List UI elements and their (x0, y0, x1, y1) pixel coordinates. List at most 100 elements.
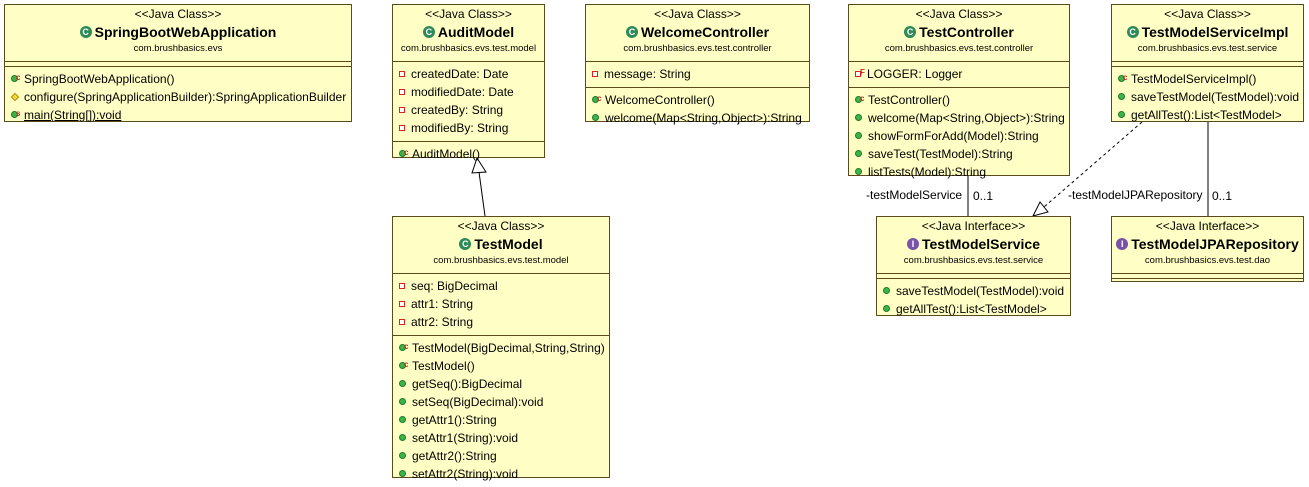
public-method-icon (855, 114, 862, 122)
method-row: setSeq(BigDecimal):void (393, 393, 609, 411)
static-marker: s (16, 109, 21, 118)
role-label-jparepository: -testModelJPARepository (1068, 188, 1203, 202)
field-row: modifiedDate: Date (393, 83, 544, 101)
realization-arrowhead (1032, 201, 1049, 217)
method-row: showFormForAdd(Model):String (849, 127, 1069, 145)
public-method-icon (592, 96, 599, 104)
method-row: welcome(Map<String,Object>):String (586, 109, 809, 127)
class-name: TestModelJPARepository (1131, 236, 1299, 252)
package-name: com.brushbasics.evs.test.service (903, 255, 1044, 266)
private-field-icon (399, 70, 405, 77)
constructor-marker: c (404, 148, 409, 157)
private-field-icon (399, 106, 405, 113)
constructor-marker: c (597, 94, 602, 103)
class-icon: C (79, 26, 92, 39)
field-row: seq: BigDecimal (393, 277, 609, 295)
method-row: saveTestModel(TestModel):void (877, 282, 1070, 300)
public-method-icon (399, 416, 406, 424)
fields-compartment (1112, 61, 1303, 66)
multiplicity-label-testmodelservice: 0..1 (973, 189, 994, 203)
private-field-icon (399, 88, 405, 95)
public-method-icon (11, 111, 18, 119)
private-field-icon (399, 300, 405, 307)
method-row: getAttr1():String (393, 411, 609, 429)
class-name: SpringBootWebApplication (94, 24, 277, 40)
public-method-icon (1118, 75, 1125, 83)
constructor-marker: c (16, 73, 21, 82)
public-method-icon (855, 96, 862, 104)
public-method-icon (855, 168, 862, 176)
fields-compartment (1112, 273, 1303, 278)
field-row: modifiedBy: String (393, 119, 544, 137)
stereotype: <<Java Interface>> (921, 219, 1026, 233)
role-label-testmodelservice: -testModelService (866, 188, 963, 202)
method-row: saveTest(TestModel):String (849, 145, 1069, 163)
multiplicity-label-jparepository: 0..1 (1212, 189, 1233, 203)
class-name: TestController (919, 24, 1014, 40)
field-row: createdBy: String (393, 101, 544, 119)
package-name: com.brushbasics.evs.test.dao (1144, 255, 1271, 266)
generalization-arrowhead (471, 156, 487, 174)
fields-compartment (877, 273, 1070, 278)
fields-compartment: message: String (586, 61, 809, 87)
private-field-icon (592, 70, 598, 77)
method-row: setAttr1(String):void (393, 429, 609, 447)
stereotype: <<Java Class>> (1164, 7, 1251, 21)
method-row: getSeq():BigDecimal (393, 375, 609, 393)
private-field-icon (399, 124, 405, 131)
stereotype: <<Java Class>> (654, 7, 741, 21)
method-row: welcome(Map<String,Object>):String (849, 109, 1069, 127)
class-icon: C (625, 26, 638, 39)
public-method-icon (11, 75, 18, 83)
public-method-icon (399, 398, 406, 406)
method-row: saveTestModel(TestModel):void (1112, 88, 1303, 106)
package-name: com.brushbasics.evs.test.service (1137, 43, 1278, 54)
constructor-marker: c (404, 360, 409, 369)
class-icon: C (904, 26, 917, 39)
methods-compartment (1112, 278, 1303, 283)
private-field-icon (855, 70, 861, 77)
stereotype: <<Java Class>> (915, 7, 1003, 21)
class-name: WelcomeController (640, 24, 770, 40)
package-name: com.brushbasics.evs.test.controller (884, 43, 1034, 54)
fields-compartment: seq: BigDecimal attr1: String attr2: Str… (393, 273, 609, 335)
constructor-marker: c (1123, 73, 1128, 82)
package-name: com.brushbasics.evs.test.model (400, 43, 537, 54)
public-method-icon (399, 452, 406, 460)
field-row: createdDate: Date (393, 65, 544, 83)
class-name: TestModelServiceImpl (1141, 24, 1289, 40)
public-method-icon (399, 380, 406, 388)
final-marker: F (860, 68, 865, 77)
interface-icon: I (1116, 238, 1129, 251)
interface-icon: I (906, 238, 919, 251)
package-name: com.brushbasics.evs.test.controller (623, 43, 772, 54)
method-row: getAllTest():List<TestModel> (1112, 106, 1303, 124)
class-icon: C (459, 238, 472, 251)
class-icon: C (422, 26, 435, 39)
